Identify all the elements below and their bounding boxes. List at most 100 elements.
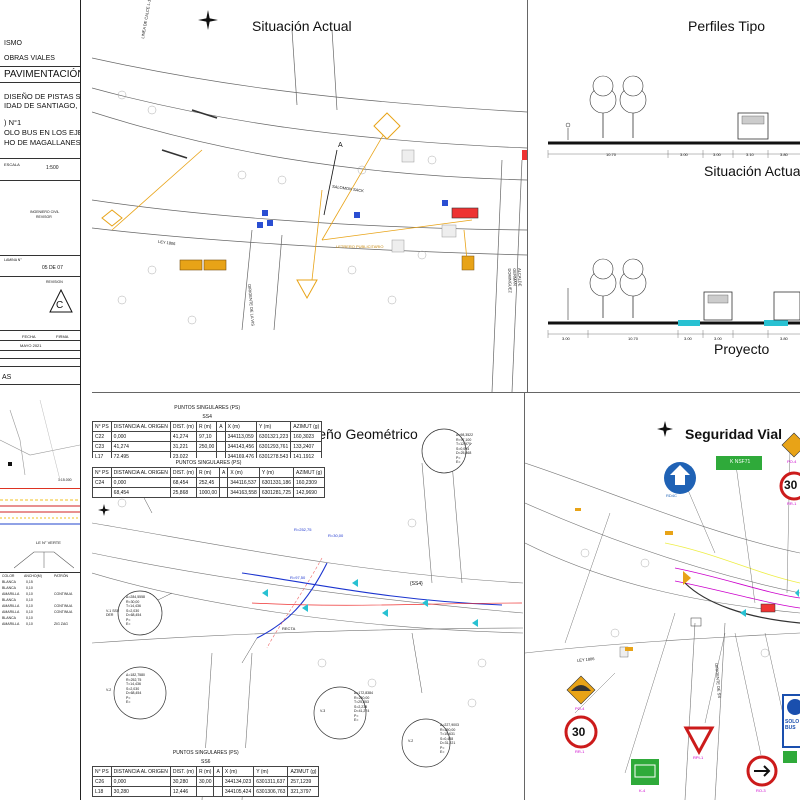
table-cell [92, 487, 112, 498]
dim-bot-3: 3.00 [714, 336, 722, 341]
table-header-cell: DISTANCIA AL ORIGEN [110, 467, 171, 478]
profile-sub-proyecto: Proyecto [714, 341, 770, 357]
tb-section-as: AS [2, 374, 12, 381]
table-cell: 344143,456 [224, 441, 258, 452]
curve-param: E= [456, 460, 461, 464]
legend-cell: 0,10 [26, 586, 33, 590]
tb-desc5: HO DE MAGALLANES, [4, 138, 81, 147]
label-recta: RECTA [282, 626, 296, 631]
sign-bus-label: SOLO BUS [785, 719, 800, 731]
safety-plan [525, 421, 800, 800]
title-block: ISMO OBRAS VIALES PAVIMENTACIÓN DISEÑO D… [0, 0, 81, 800]
legend-cell: AMARILLA [2, 604, 20, 608]
legend-cell: AMARILLA [2, 592, 20, 596]
curve-param: S=0,094 [456, 446, 470, 451]
divider-v-top [527, 0, 528, 392]
tb-fecha-label: FECHA [22, 334, 36, 339]
table-cell: 142,9690 [293, 487, 326, 498]
tb-desc2: IDAD DE SANTIAGO, RM [4, 101, 80, 110]
curve-param: S=0,488 [440, 736, 454, 741]
profile-sub-actual: Situación Actual [704, 163, 800, 179]
legend-cell: BLANCA [2, 580, 17, 584]
label-v2: V-2 [106, 688, 112, 692]
label-ss4: {SS4} [410, 581, 423, 587]
curve-param: E= [126, 700, 131, 704]
curve-param: P= [440, 745, 445, 750]
legend-cell: BLANCA [2, 598, 17, 602]
table-cell: 30,00 [195, 776, 215, 787]
table-header-cell: X (m) [221, 766, 255, 777]
panel-title-diseno-geometrico: Diseño Geométrico [298, 426, 418, 442]
sign-green-code: K-4 [639, 788, 646, 793]
panel-situacion-actual: Situación Actual [92, 0, 527, 392]
table-cell: 133,2407 [290, 441, 323, 452]
label-v3: V-3 [320, 709, 326, 713]
curve-param: R=30,00 [126, 599, 140, 604]
curve-param: P= [126, 695, 131, 700]
north-arrow-icon [198, 10, 218, 30]
table-cell: 1000,00 [195, 487, 221, 498]
table1-subtitle: SS4 [202, 413, 212, 420]
location-map [0, 400, 80, 480]
curve-param: S=2,235 [354, 704, 368, 709]
label-letrero: LETRERO PUBLICITARIO [336, 244, 384, 249]
legend-cell: ZIG ZAG [54, 622, 68, 626]
table2-title: PUNTOS SINGULARES (PS) [175, 459, 242, 466]
curve-param: Δ=227,9003 [440, 723, 459, 727]
tb-lamina-value: 05 DE 07 [42, 265, 63, 271]
table-header-cell: R (m) [195, 766, 215, 777]
panel-title-perfiles-tipo: Perfiles Tipo [688, 18, 766, 34]
table-cell [195, 786, 215, 797]
sign-speed-value: 30 [572, 725, 586, 739]
sign-yield-icon [683, 726, 715, 756]
curve-param: Δ=172,8384 [354, 691, 373, 695]
table-cell: 0,000 [110, 431, 171, 442]
table-cell: 257,1239 [287, 776, 320, 787]
curve-param: E= [354, 718, 359, 722]
label-alcalde: ALCALDE GERMAN DOMINGUEZ [507, 268, 523, 293]
sign-po4-label: PO-4 [575, 706, 585, 711]
dim-top-4: 3.80 [780, 152, 788, 157]
sign-warning-top-icon [781, 432, 800, 458]
lane-diagram [14, 551, 74, 569]
panel-title-seguridad-vial: Seguridad Vial [685, 426, 782, 442]
table-header-cell: AZIMUT (g) [290, 421, 323, 432]
table-cell: 41,274 [110, 441, 171, 452]
table-cell: 30,280 [110, 786, 171, 797]
table-cell: C26 [92, 776, 112, 787]
legend-cell: CONTINUA [54, 610, 73, 614]
sign-exit-label: K NSF71 [730, 459, 751, 465]
table-cell: 6301293,761 [256, 441, 292, 452]
table-header-cell: DIST. (m) [169, 766, 197, 777]
table-cell [219, 477, 229, 488]
revision-triangle-icon [49, 288, 73, 313]
table1-title: PUNTOS SINGULARES (PS) [174, 404, 241, 411]
tb-line2: OBRAS VIALES [4, 55, 55, 62]
tb-desc3: ) N°1 [4, 118, 22, 127]
table-cell: 25,868 [169, 487, 197, 498]
table-cell: C23 [92, 441, 112, 452]
curve-param: E= [440, 750, 445, 754]
curve-param: R=250,00 [440, 727, 456, 732]
legend-hdr-color: COLOR [2, 574, 15, 578]
curve-param: T=14,436 [126, 604, 141, 608]
label-v1: V-1 SS5 DER [106, 609, 119, 617]
curve-param: D=68,454 [126, 613, 142, 617]
divider-v-bottom [524, 393, 525, 800]
label-cut: A [338, 142, 343, 149]
label-r1: R=252,75 [294, 527, 312, 532]
tb-engineer: INGENIERO CIVIL [30, 210, 60, 214]
